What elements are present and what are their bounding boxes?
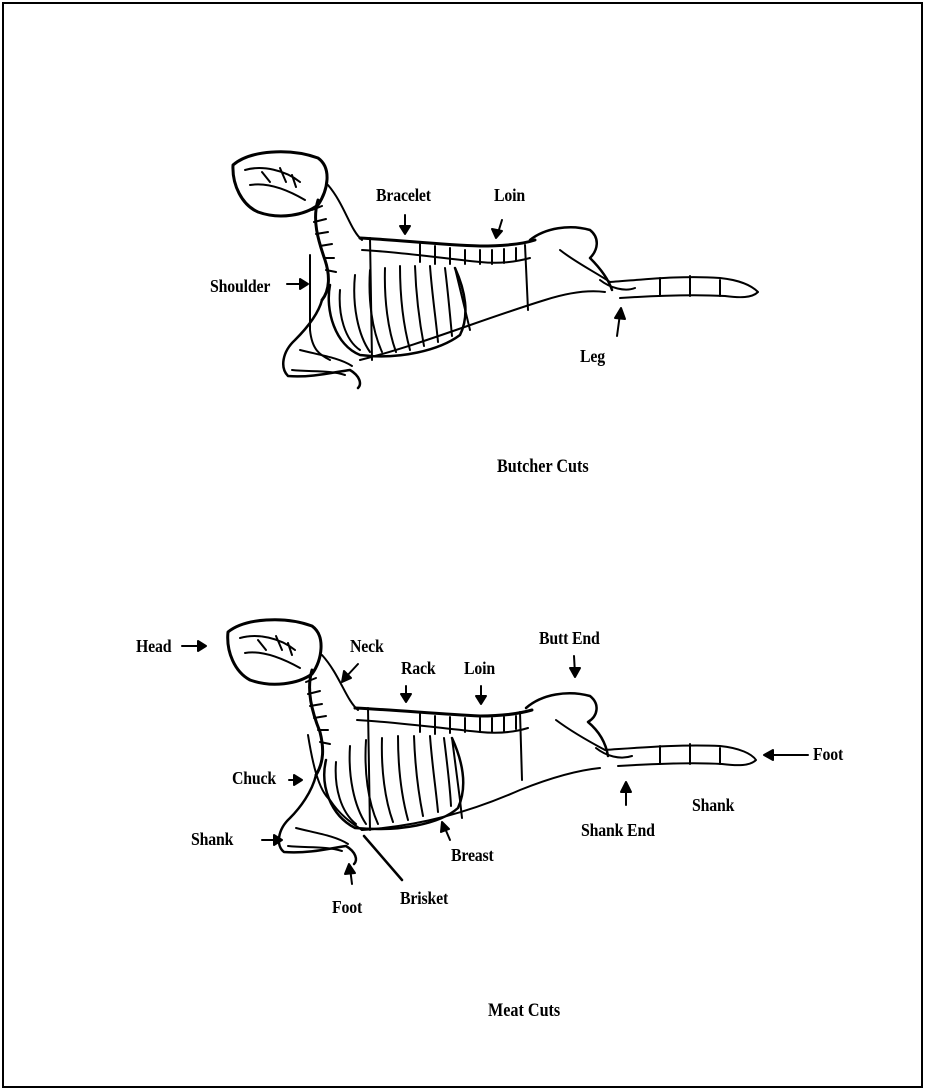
- label-rack: Rack: [401, 658, 435, 678]
- label-shank-end: Shank End: [581, 820, 655, 840]
- label-brisket: Brisket: [400, 888, 448, 908]
- label-head: Head: [136, 636, 171, 656]
- label-foot-fore: Foot: [332, 897, 362, 917]
- label-shank-fore: Shank: [191, 829, 233, 849]
- label-foot-rear: Foot: [813, 744, 843, 764]
- caption-meat-cuts: Meat Cuts: [488, 1000, 560, 1022]
- label-chuck: Chuck: [232, 768, 276, 788]
- label-breast: Breast: [451, 845, 494, 865]
- label-butt-end: Butt End: [539, 628, 600, 648]
- label-loin: Loin: [464, 658, 495, 678]
- label-shank-rear: Shank: [692, 795, 734, 815]
- label-neck: Neck: [350, 636, 384, 656]
